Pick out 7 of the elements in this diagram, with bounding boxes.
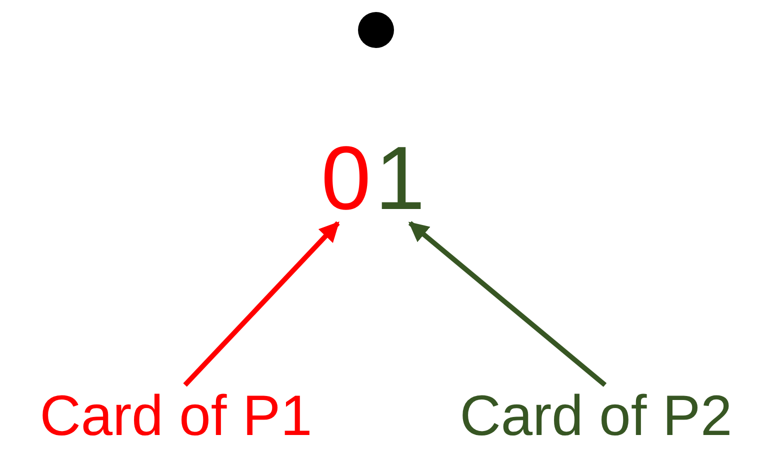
arrow (183, 221, 340, 387)
arrow (408, 221, 607, 387)
dot (358, 12, 394, 48)
card-label: Card of P2 (440, 385, 752, 447)
card-label: Card of P1 (20, 385, 332, 447)
digit-label: 1 (374, 135, 426, 223)
digit-label: 0 (320, 135, 372, 223)
